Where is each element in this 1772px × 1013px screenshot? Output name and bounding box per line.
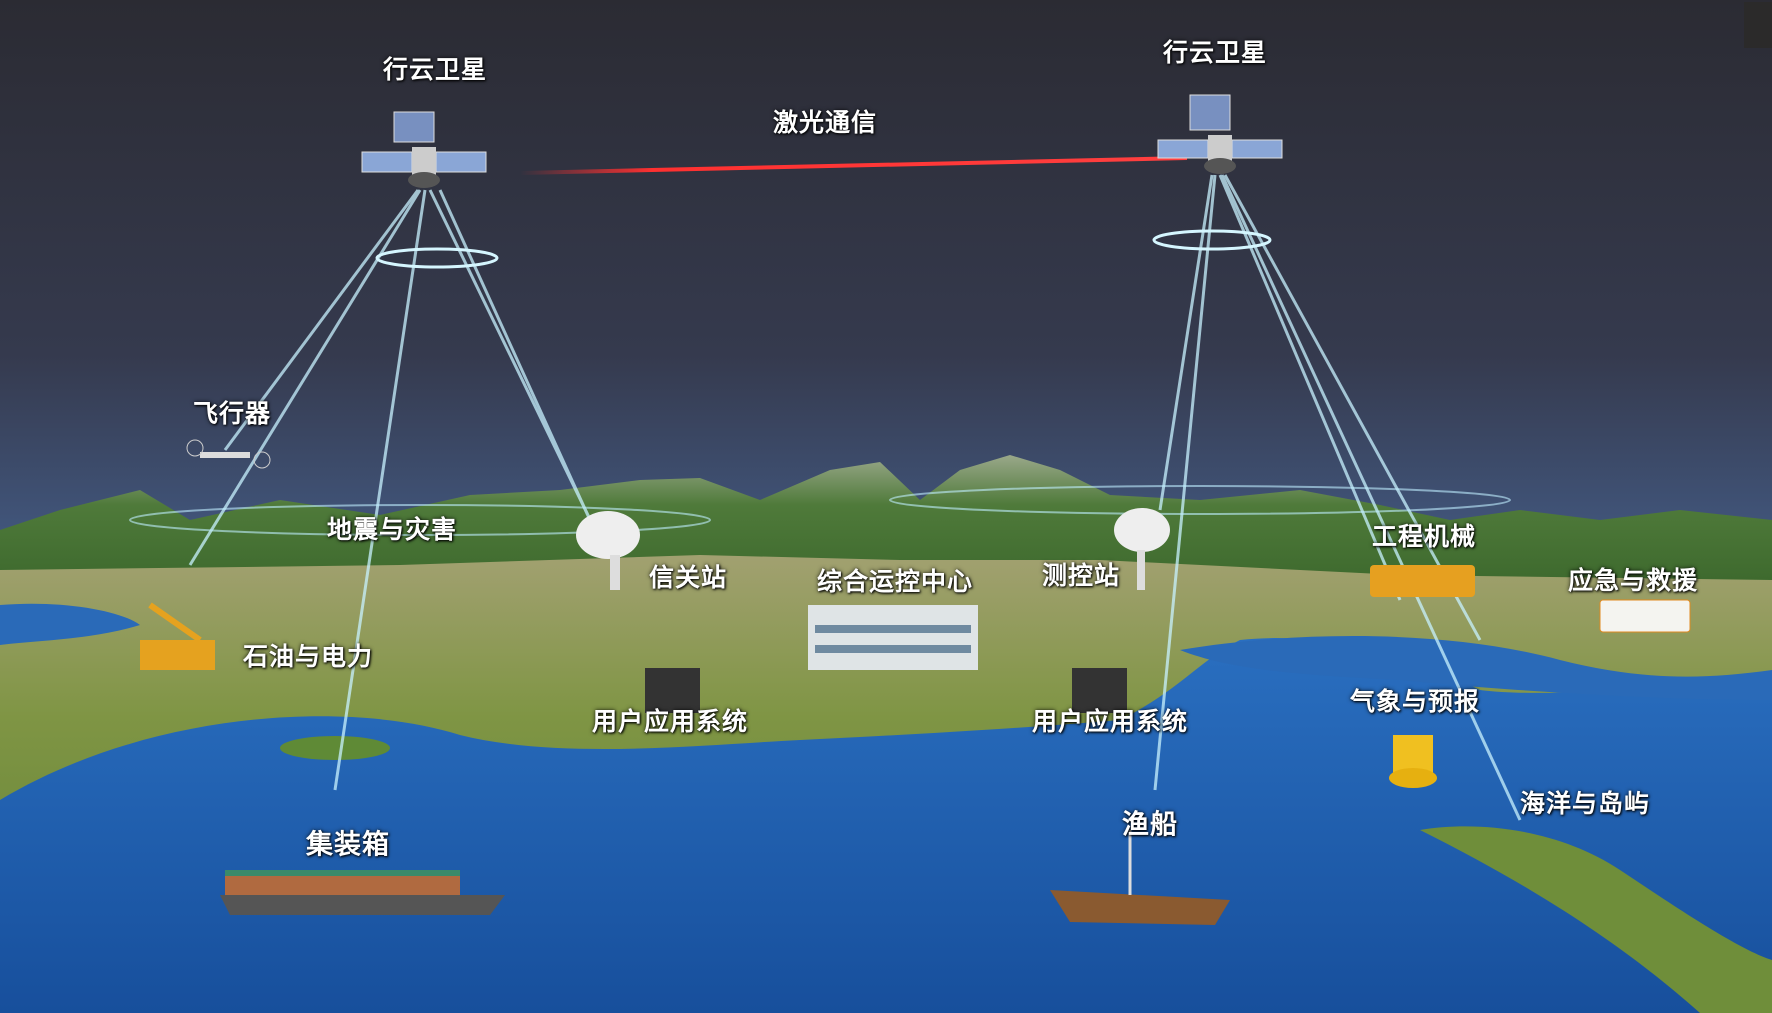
laser-link-label: 激光通信 <box>772 108 878 137</box>
left-coverage-ring <box>129 504 711 536</box>
user-system-right-label: 用户应用系统 <box>1031 707 1189 736</box>
right-coverage-ring <box>889 485 1511 515</box>
buoy-icon <box>1389 735 1437 788</box>
weather-label: 气象与预报 <box>1349 687 1481 716</box>
fishing-boat-label: 渔船 <box>1122 809 1178 841</box>
user-system-left-label: 用户应用系统 <box>591 707 749 736</box>
satellite-dish-gateway-icon <box>576 511 640 590</box>
islet <box>280 736 390 760</box>
mountains <box>0 455 1772 580</box>
emergency-label: 应急与救援 <box>1567 566 1699 595</box>
ttc-station-label: 测控站 <box>1041 561 1121 590</box>
left-beam-ring <box>375 247 499 269</box>
container-label: 集装箱 <box>306 829 390 861</box>
sea-inlet <box>0 603 140 645</box>
corner-block <box>1744 2 1772 48</box>
satellite-dish-ttc-icon <box>1114 508 1170 590</box>
aircraft-label: 飞行器 <box>192 399 272 428</box>
machinery-icon <box>1370 565 1475 597</box>
right-beam-ring <box>1152 229 1272 251</box>
ocean-label: 海洋与岛屿 <box>1519 789 1651 818</box>
drone-icon <box>186 439 271 469</box>
satellite-right-label: 行云卫星 <box>1162 38 1268 67</box>
oil-power-label: 石油与电力 <box>242 642 374 671</box>
sea <box>0 638 1772 1013</box>
machinery-label: 工程机械 <box>1371 522 1477 551</box>
earthquake-label: 地震与灾害 <box>326 515 458 544</box>
laser-link <box>519 156 1188 175</box>
sea-bay <box>1180 636 1772 700</box>
gateway-label: 信关站 <box>648 563 728 592</box>
oil-pump-icon <box>140 602 215 670</box>
island <box>1420 826 1772 1013</box>
satellite-right-icon <box>1157 94 1283 174</box>
satellite-left-icon <box>361 111 487 188</box>
control-center-building-icon <box>808 605 978 670</box>
satellite-left-label: 行云卫星 <box>382 55 488 84</box>
container-ship-icon <box>220 870 505 915</box>
server-right-icon <box>1072 668 1127 713</box>
fishing-boat-icon <box>1050 830 1230 925</box>
ambulance-icon <box>1599 599 1691 633</box>
control-center-label: 综合运控中心 <box>816 567 974 596</box>
server-left-icon <box>645 668 700 713</box>
